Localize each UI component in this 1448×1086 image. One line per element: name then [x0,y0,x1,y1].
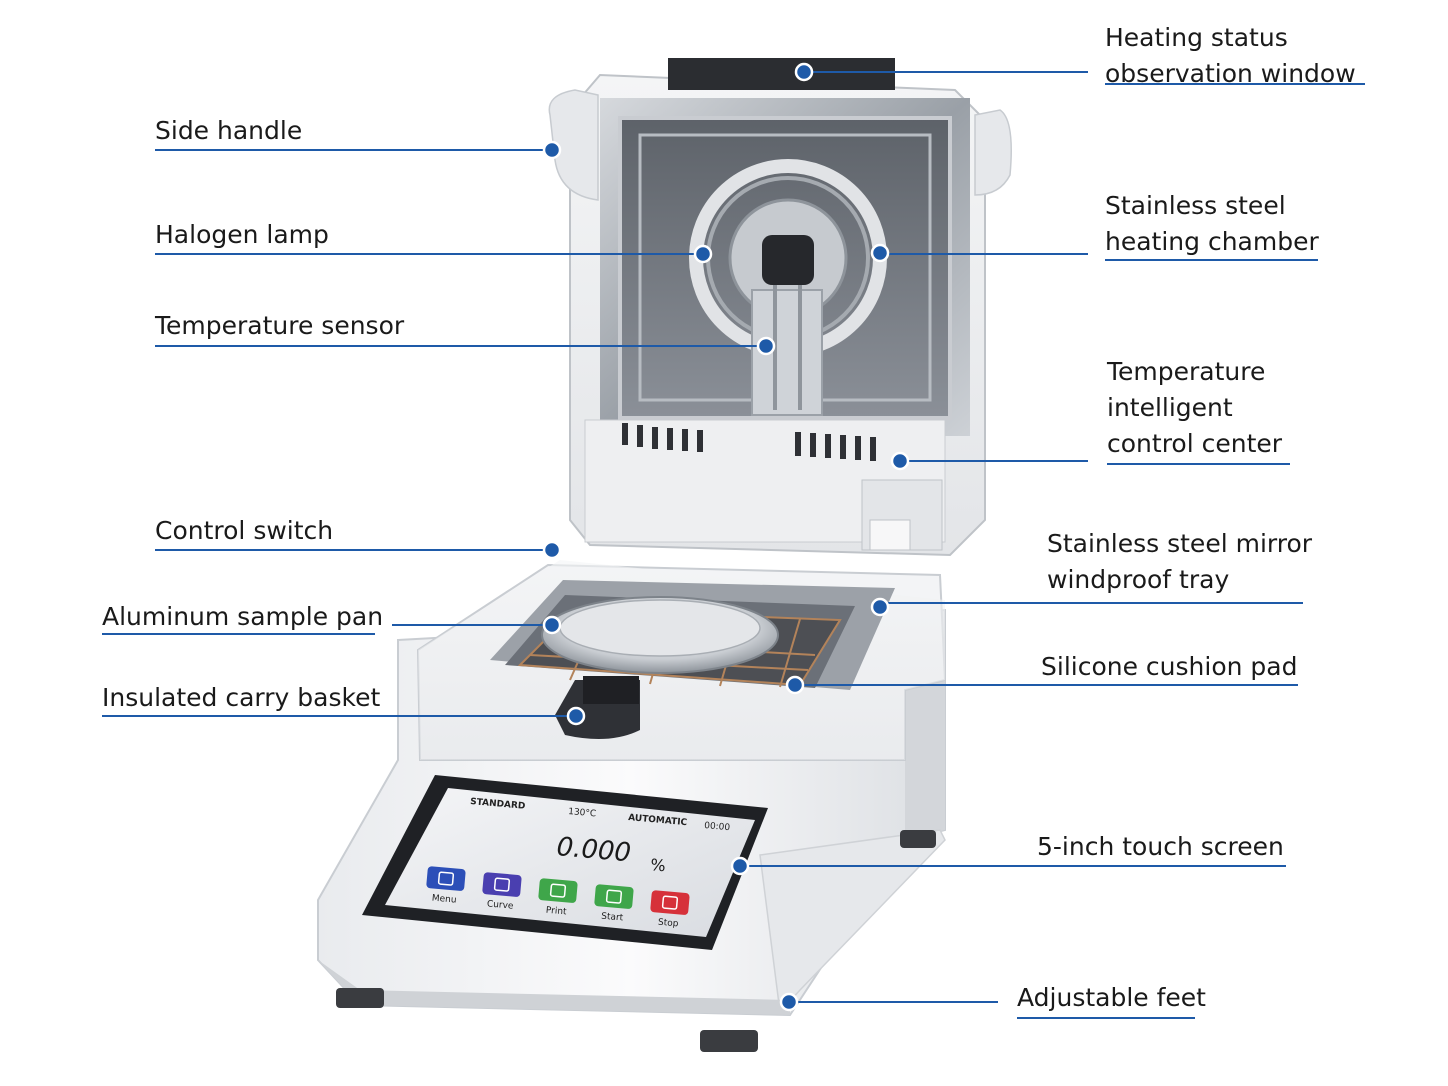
callout-dot-control-center [890,451,910,471]
callout-dot-cushion-pad [785,675,805,695]
leader-lines [102,71,1365,1019]
screen-button-stop[interactable]: Stop [649,890,690,930]
callout-dot-carry-basket [566,706,586,726]
label-line: Adjustable feet [1017,983,1206,1012]
callout-dot-adjustable-feet [779,992,799,1012]
label-windproof-tray: Stainless steel mirror windproof tray [1047,526,1312,598]
label-line: 5-inch touch screen [1037,832,1284,861]
menu-icon-glyph [437,871,455,886]
screen-button-menu[interactable]: Menu [425,866,466,906]
screen-button-label: Menu [431,893,456,905]
callout-dot-sample-pan [542,615,562,635]
label-carry-basket: Insulated carry basket [102,680,380,716]
label-line: Control switch [155,516,334,545]
label-line: Side handle [155,116,303,145]
play-icon [594,884,634,909]
screen-mode-text: STANDARD [470,797,526,812]
callout-dot-side-handle [542,140,562,160]
label-halogen-lamp: Halogen lamp [155,217,329,253]
screen-unit-text: % [650,855,667,875]
label-sample-pan: Aluminum sample pan [102,599,383,635]
callout-dot-touch-screen [730,856,750,876]
label-control-center: Temperature intelligent control center [1107,354,1282,462]
label-line: Aluminum sample pan [102,602,384,631]
callout-dot-halogen-lamp [693,244,713,264]
halogen-lamp-graphic [689,159,887,416]
label-line: Insulated carry basket [102,683,381,712]
label-line: Silicone cushion pad [1041,652,1298,681]
touch-screen-graphic: STANDARD 130°C AUTOMATIC 00:00 0.000 % M… [362,775,768,950]
label-line: Halogen lamp [155,220,329,249]
callout-dot-windproof-tray [870,597,890,617]
label-line: Stainless steel [1105,191,1286,220]
screen-button-label: Print [545,906,567,918]
print-icon [538,878,578,903]
vent-slots [622,423,876,461]
label-line: observation window [1105,59,1356,88]
screen-button-label: Curve [486,899,514,911]
label-touch-screen: 5-inch touch screen [1037,829,1284,865]
play-icon-glyph [605,889,623,904]
screen-button-start[interactable]: Start [593,884,634,924]
label-side-handle: Side handle [155,113,302,149]
label-line: control center [1107,429,1283,458]
label-line: intelligent [1107,393,1233,422]
stop-icon-glyph [661,895,679,910]
screen-temperature-text: 130°C [568,807,597,819]
label-line: Temperature sensor [155,311,405,340]
label-line: Stainless steel mirror [1047,529,1313,558]
label-line: Heating status [1105,23,1288,52]
screen-button-label: Start [601,912,624,924]
label-line: heating chamber [1105,227,1319,256]
menu-icon [426,866,466,891]
callout-dot-heating-window [794,62,814,82]
screen-button-print[interactable]: Print [537,878,578,918]
aluminum-sample-pan-graphic [541,596,779,674]
callout-dot-control-switch [542,540,562,560]
label-line: Temperature [1107,357,1266,386]
adjustable-feet-graphic [336,830,936,1052]
label-control-switch: Control switch [155,513,333,549]
screen-button-label: Stop [658,918,680,930]
stop-icon [650,890,690,915]
curve-icon [482,872,522,897]
screen-reading-text: 0.000 [555,832,632,868]
label-line: windproof tray [1047,565,1230,594]
label-adjustable-feet: Adjustable feet [1017,980,1206,1016]
label-heating-chamber: Stainless steel heating chamber [1105,188,1319,260]
label-temperature-sensor: Temperature sensor [155,308,404,344]
callout-dot-temperature-sensor [756,336,776,356]
label-heating-window: Heating status observation window [1105,20,1356,92]
leader-dots [542,62,910,1012]
label-cushion-pad: Silicone cushion pad [1041,649,1297,685]
callout-dot-heating-chamber [870,243,890,263]
screen-button-curve[interactable]: Curve [481,872,522,912]
print-icon-glyph [549,883,567,898]
curve-icon-glyph [493,877,511,892]
screen-time-text: 00:00 [704,821,731,833]
